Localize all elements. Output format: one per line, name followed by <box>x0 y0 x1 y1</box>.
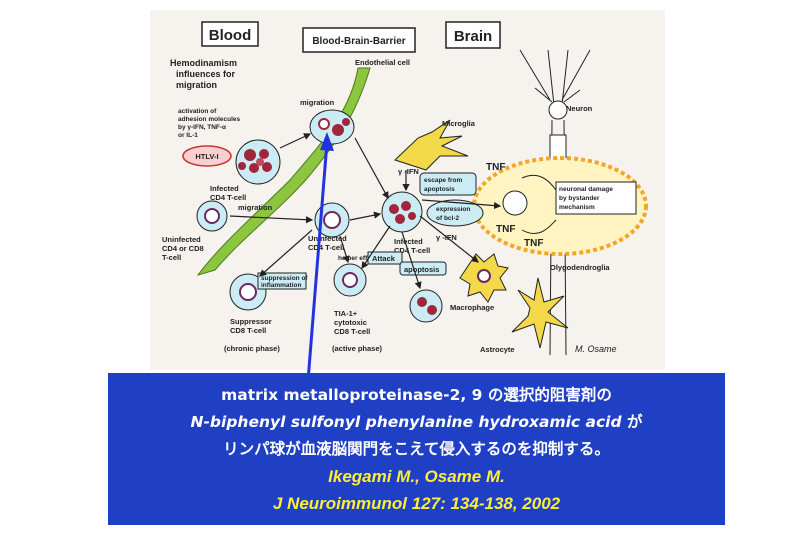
uninfected-a-label-3: T-cell <box>162 253 181 262</box>
migrating-cell <box>309 109 355 145</box>
suppressor-label-2: CD8 T-cell <box>230 326 266 335</box>
infected-cd4-cell-brain <box>381 191 423 233</box>
expression-label-1: expression <box>436 206 470 213</box>
region-box-bbb: Blood-Brain-Barrier <box>302 27 416 53</box>
cytotoxic-cd8-cell <box>333 263 367 297</box>
apoptosis-label: apoptosis <box>404 265 439 274</box>
microglia-cell <box>394 119 469 171</box>
uninfected-cell-b <box>314 202 350 238</box>
suppressor-cd8-cell <box>229 273 267 311</box>
caption-authors: Ikegami M., Osame M. <box>328 466 505 486</box>
astrocyte-label: Astrocyte <box>480 345 515 354</box>
neuronal-damage-box <box>555 181 637 215</box>
region-title-brain: Brain <box>454 28 492 45</box>
migration-mid-label: migration <box>238 203 273 212</box>
caption-box: matrix metalloproteinase-2, 9 の選択的阻害剤の N… <box>108 373 725 525</box>
activation-label-1: activation of <box>178 108 217 115</box>
compound-name: N-biphenyl sulfonyl phenylanine hydroxam… <box>190 412 622 431</box>
apoptotic-cell <box>409 289 443 323</box>
caption-line-2: N-biphenyl sulfonyl phenylanine hydroxam… <box>191 409 643 436</box>
tnf-label-2: TNF <box>496 224 515 235</box>
suppression-label-1: suppression of <box>261 275 308 282</box>
region-box-blood: Blood <box>201 21 259 47</box>
immunology-diagram: Blood Blood-Brain-Barrier Brain Endothel… <box>150 10 665 370</box>
oligodendrocyte-cell <box>502 174 557 234</box>
region-title-blood: Blood <box>209 27 252 44</box>
pathway-arrows <box>229 133 502 290</box>
infected-b-label-1: Infected <box>394 237 423 246</box>
uninfected-b-label-1: Uninfected <box>308 234 347 243</box>
neuron-label: Neuron <box>566 104 593 113</box>
tia-label-3: CD8 T-cell <box>334 327 370 336</box>
caption-citation: J Neuroimmunol 127: 134-138, 2002 <box>272 493 561 513</box>
active-phase-label: (active phase) <box>332 344 383 353</box>
caption-line-3: リンパ球が血液脳関門をこえて侵入するのを抑制する。 <box>223 439 610 458</box>
helper-label: helper effect <box>338 255 377 262</box>
hemo-label-3: migration <box>176 80 217 90</box>
tia-label-1: TIA-1+ <box>334 309 358 318</box>
damage-label-2: by bystander <box>559 195 600 202</box>
infected-cd4-cell-blood <box>235 139 281 185</box>
htlv-badge <box>182 145 232 167</box>
hemo-label-2: influences for <box>176 69 236 79</box>
damage-label-3: mechanism <box>559 204 595 211</box>
astrocyte-cell <box>511 277 569 349</box>
suppression-box <box>257 272 307 290</box>
escape-label-2: apoptosis <box>424 186 455 193</box>
oligodendroglia-label: Olygodendroglia <box>550 263 610 272</box>
migration-top-label: migration <box>300 98 335 107</box>
escape-apoptosis-box <box>419 172 477 196</box>
htlv-label: HTLV-I <box>195 152 218 161</box>
tnf-label-3: TNF <box>524 238 543 249</box>
caption-line-1: matrix metalloproteinase-2, 9 の選択的阻害剤の <box>221 385 612 404</box>
region-title-bbb: Blood-Brain-Barrier <box>312 36 405 47</box>
caption-line-2-tail: が <box>621 412 643 431</box>
attack-label: Attack <box>372 254 396 263</box>
macrophage-label: Macrophage <box>450 303 494 312</box>
expression-label-2: of bcl-2 <box>436 215 459 222</box>
uninfected-a-label-2: CD4 or CD8 <box>162 244 204 253</box>
activation-label-2: adhesion molecules <box>178 116 241 123</box>
suppressor-label-1: Suppressor <box>230 317 272 326</box>
activation-label-4: or IL-1 <box>178 132 198 139</box>
gamma-ifn-label-1: γ -IFN <box>398 167 419 176</box>
chronic-phase-label: (chronic phase) <box>224 344 280 353</box>
tnf-label-1: TNF <box>486 162 505 173</box>
tia-label-2: cytotoxic <box>334 318 367 327</box>
hemo-label-1: Hemodinamism <box>170 58 237 68</box>
infected-b-label-2: CD4 T-cell <box>394 246 430 255</box>
endothelial-label: Endothelial cell <box>355 58 410 67</box>
uninfected-b-label-2: CD4 T-cell <box>308 243 344 252</box>
escape-label-1: escape from <box>424 177 463 184</box>
author-signature: M. Osame <box>575 344 617 354</box>
activation-label-3: by γ-IFN, TNF-α <box>178 124 226 131</box>
uninfected-cell-a <box>196 200 228 232</box>
bcl2-box <box>426 199 484 227</box>
apoptosis-box <box>399 261 447 276</box>
infected-label-2: CD4 T-cell <box>210 193 246 202</box>
macrophage-nucleus <box>477 269 491 283</box>
microglia-label: Microglia <box>442 119 476 128</box>
region-box-brain: Brain <box>445 21 501 49</box>
suppression-label-2: inflammation <box>261 282 301 289</box>
infected-label-1: Infected <box>210 184 239 193</box>
uninfected-a-label-1: Uninfected <box>162 235 201 244</box>
damage-label-1: neuronal damage <box>559 186 613 193</box>
